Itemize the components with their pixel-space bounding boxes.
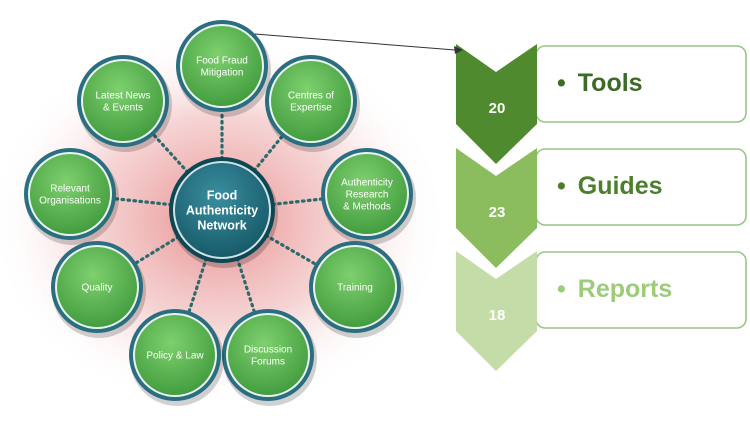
resource-chevron xyxy=(456,251,537,371)
node-disc xyxy=(83,61,163,141)
node-disc xyxy=(315,247,395,327)
connector-dots xyxy=(152,133,190,174)
label-line: Discussion xyxy=(244,345,292,356)
node-label: Policy & Law xyxy=(146,351,204,362)
node-disc xyxy=(135,315,215,395)
node-disc xyxy=(182,26,262,106)
connector-dots xyxy=(264,233,317,266)
resource-count: 20 xyxy=(489,100,506,117)
node-quality[interactable]: Quality xyxy=(51,241,146,338)
label-line: Quality xyxy=(81,283,112,294)
resource-label: • Reports xyxy=(557,275,672,303)
resource-label: • Tools xyxy=(557,69,643,97)
label-line: Mitigation xyxy=(201,68,244,79)
resource-bullet: • xyxy=(557,275,566,303)
label-line: & Methods xyxy=(343,202,391,213)
node-label: Latest News& Events xyxy=(95,91,150,114)
resource-chevron xyxy=(456,148,537,268)
label-line: Organisations xyxy=(39,196,101,207)
label-line: Food Fraud xyxy=(196,56,248,67)
node-disc xyxy=(228,315,308,395)
label-line: Research xyxy=(346,190,389,201)
node-disc xyxy=(327,154,407,234)
label-line: Network xyxy=(197,219,246,233)
resource-label-text: Reports xyxy=(578,275,672,303)
resource-label-text: Tools xyxy=(578,69,643,97)
label-line: Authenticity xyxy=(341,178,393,189)
node-latest-news-events[interactable]: Latest News& Events xyxy=(77,55,172,152)
label-line: & Events xyxy=(103,103,143,114)
callout-arrowhead xyxy=(454,46,463,54)
resource-guides[interactable]: 23 • Guides xyxy=(456,148,747,268)
label-line: Authenticity xyxy=(186,204,258,218)
label-line: Latest News xyxy=(95,91,150,102)
resource-label-text: Guides xyxy=(578,172,663,200)
label-line: Food xyxy=(207,189,238,203)
node-label: Training xyxy=(337,283,373,294)
label-line: Expertise xyxy=(290,103,332,114)
node-disc xyxy=(271,61,351,141)
label-line: Training xyxy=(337,283,373,294)
connector-dots xyxy=(271,197,323,207)
callout-line xyxy=(254,33,456,51)
resource-bullet: • xyxy=(557,69,566,97)
resource-label: • Guides xyxy=(557,172,663,200)
node-disc xyxy=(30,154,110,234)
node-training[interactable]: Training xyxy=(309,241,404,338)
resource-reports[interactable]: 18 • Reports xyxy=(456,251,747,371)
label-line: Policy & Law xyxy=(146,351,204,362)
node-policy-law[interactable]: Policy & Law xyxy=(129,309,224,406)
resource-bullet: • xyxy=(557,172,566,200)
resource-tools[interactable]: 20 • Tools xyxy=(456,44,747,164)
connector-dots xyxy=(114,197,173,207)
label-line: Centres of xyxy=(288,91,334,102)
node-disc xyxy=(57,247,137,327)
connector-dots xyxy=(252,135,284,173)
node-label: Quality xyxy=(81,283,112,294)
resource-count: 18 xyxy=(489,307,506,324)
hub-disc xyxy=(175,163,269,257)
connector-dots xyxy=(134,235,181,265)
connector-lines xyxy=(114,110,323,313)
label-line: Relevant xyxy=(50,184,90,195)
label-line: Forums xyxy=(251,357,285,368)
resource-count: 23 xyxy=(489,204,506,221)
resource-chevron xyxy=(456,44,537,164)
